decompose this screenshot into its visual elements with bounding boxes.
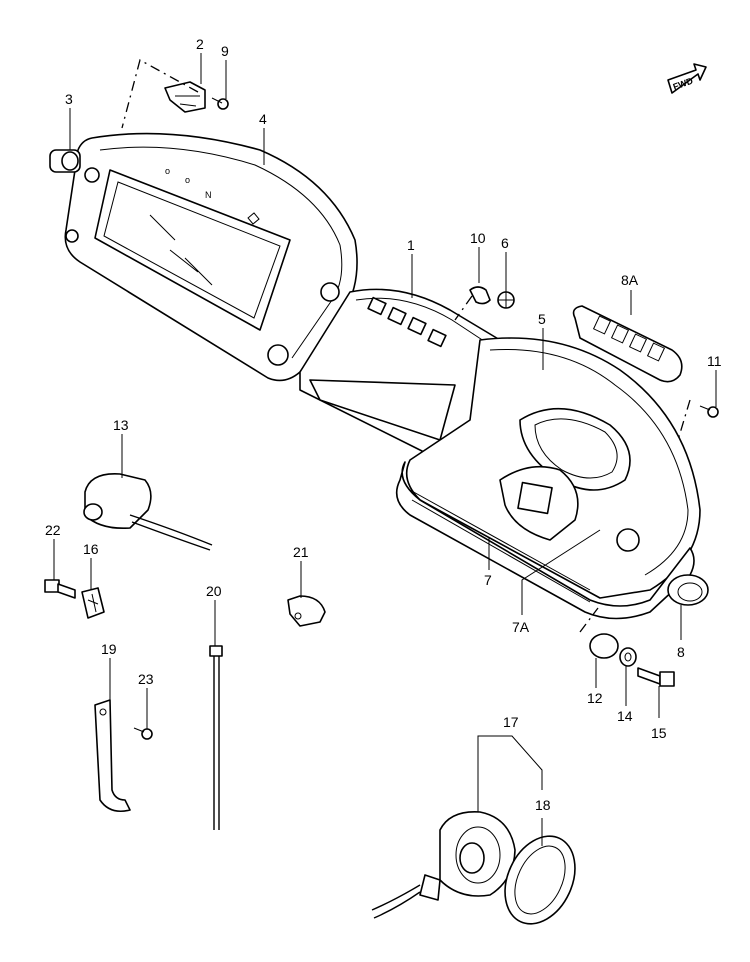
socket-assembly-part-17	[371, 811, 516, 919]
switch-panel	[572, 305, 683, 383]
svg-text:o: o	[165, 166, 170, 176]
leader-lines	[53, 53, 717, 846]
fwd-arrow-icon: FWD	[667, 63, 707, 94]
bolt-part-15	[637, 667, 675, 687]
screw-part-11	[677, 399, 719, 441]
sensor-part-13	[83, 473, 213, 551]
bolt-part-22	[44, 579, 76, 599]
callout-11: 11	[707, 353, 722, 369]
clamp-part-21	[287, 595, 326, 627]
callout-9: 9	[221, 43, 229, 59]
bracket-part-19	[94, 699, 131, 813]
callout-19: 19	[101, 641, 117, 657]
svg-text:N: N	[205, 190, 212, 200]
callout-23: 23	[138, 671, 154, 687]
callout-15: 15	[651, 725, 667, 741]
ring-part-18	[504, 835, 576, 925]
svg-text:o: o	[185, 175, 190, 185]
grommet-part-3	[49, 149, 81, 173]
socket-part-6	[497, 291, 515, 309]
callout-13: 13	[113, 417, 129, 433]
callout-16: 16	[83, 541, 99, 557]
callout-21: 21	[293, 544, 309, 560]
cable-tie-part-20	[209, 645, 223, 830]
callout-7: 7	[484, 572, 492, 588]
callout-6: 6	[501, 235, 509, 251]
bracket-part-2	[121, 59, 206, 129]
callout-8: 8	[677, 644, 685, 660]
callout-7A: 7A	[512, 619, 530, 635]
callout-20: 20	[206, 583, 222, 599]
callout-10: 10	[470, 230, 486, 246]
callout-labels: 2 9 3 4 1 10 6 8A 5 11 13 22 16 21 7 20 …	[45, 36, 722, 813]
callout-12: 12	[587, 690, 603, 706]
grommet-part-12	[579, 607, 619, 659]
callout-1: 1	[407, 237, 415, 253]
cap-part-8	[667, 574, 709, 606]
callout-17: 17	[503, 714, 519, 730]
callout-4: 4	[259, 111, 267, 127]
clip-part-16	[81, 587, 105, 619]
meter-lower-case	[395, 337, 701, 620]
bulb-part-10	[454, 286, 491, 321]
callout-3: 3	[65, 91, 73, 107]
callout-18: 18	[535, 797, 551, 813]
washer-part-14	[619, 647, 637, 667]
meter-cover: o o N	[64, 132, 358, 382]
callout-22: 22	[45, 522, 61, 538]
screw-part-23	[133, 727, 153, 740]
screw-part-9	[211, 97, 229, 110]
callout-8A: 8A	[621, 272, 639, 288]
callout-2: 2	[196, 36, 204, 52]
callout-14: 14	[617, 708, 633, 724]
callout-5: 5	[538, 311, 546, 327]
